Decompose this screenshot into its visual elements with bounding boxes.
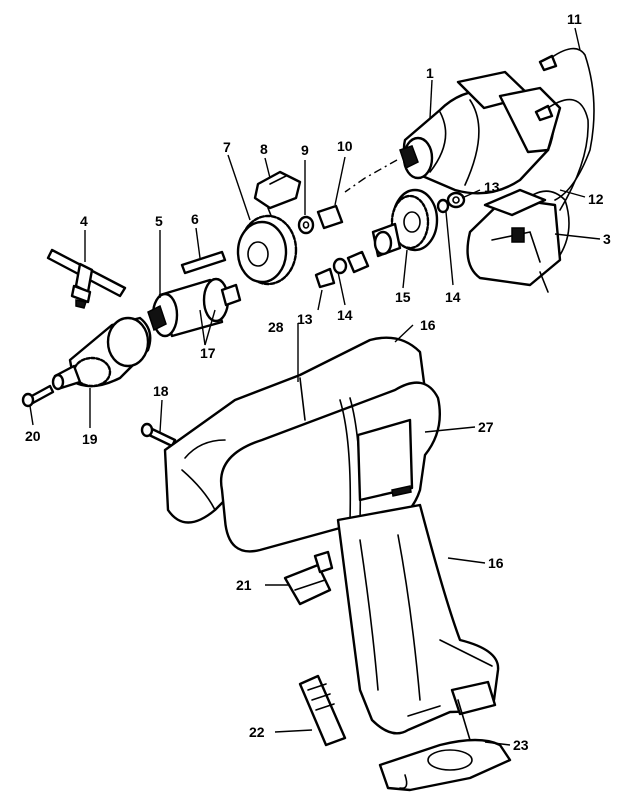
- callout-3: 3: [603, 231, 611, 247]
- spindle-pin: [180, 250, 227, 275]
- callout-14-right: 14: [445, 289, 461, 305]
- callout-9: 9: [301, 142, 309, 158]
- spindle-bearing: [147, 277, 242, 338]
- reverse-lever: [253, 170, 302, 219]
- label-plate: [298, 674, 347, 747]
- callout-20: 20: [25, 428, 41, 444]
- chuck-key: [46, 248, 127, 309]
- callout-4: 4: [80, 213, 88, 229]
- intermediate-gear: [371, 188, 439, 258]
- callout-8: 8: [260, 141, 268, 157]
- callout-5: 5: [155, 213, 163, 229]
- callout-10: 10: [337, 138, 353, 154]
- trigger-switch: [466, 188, 562, 293]
- callout-labels: 1 11 12 3 13 14 15 14 13 10 9 8 7 6 5 4 …: [25, 11, 611, 753]
- callout-7: 7: [223, 139, 231, 155]
- callout-28: 28: [268, 319, 284, 335]
- callout-11: 11: [567, 11, 582, 27]
- callout-22: 22: [249, 724, 265, 740]
- callout-1: 1: [426, 65, 434, 81]
- belt-clip: [283, 550, 334, 606]
- callout-19: 19: [82, 431, 98, 447]
- housing-halves: [163, 336, 512, 792]
- callout-27: 27: [478, 419, 494, 435]
- callout-15: 15: [395, 289, 411, 305]
- housing-screw: [140, 422, 177, 448]
- callout-6: 6: [191, 211, 199, 227]
- motor: [399, 70, 562, 195]
- callout-13-left: 13: [297, 311, 313, 327]
- callout-21: 21: [236, 577, 252, 593]
- washer-right: [436, 191, 466, 214]
- callout-16-top: 16: [420, 317, 436, 333]
- callout-16-handle: 16: [488, 555, 504, 571]
- callout-18: 18: [153, 383, 169, 399]
- output-gear: [236, 214, 298, 286]
- spacer-washer: [297, 204, 344, 235]
- callout-17: 17: [200, 345, 216, 361]
- callout-12: 12: [588, 191, 604, 207]
- callout-13-right: 13: [484, 179, 500, 195]
- callout-23: 23: [513, 737, 529, 753]
- leader-lines: [29, 27, 601, 746]
- callout-14-left: 14: [337, 307, 353, 323]
- pinion-spacers: [314, 250, 370, 289]
- chuck-screw: [21, 384, 55, 408]
- chuck: [51, 316, 152, 391]
